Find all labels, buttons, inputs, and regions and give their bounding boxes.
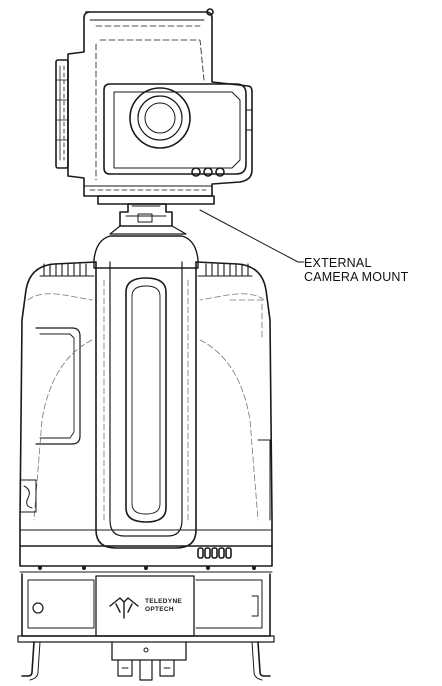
external-camera-mount-callout: EXTERNAL CAMERA MOUNT (304, 256, 409, 284)
scanner-base (17, 573, 275, 643)
manufacturer-logo-text: TELEDYNE OPTECH (145, 598, 182, 614)
scanner-feet (21, 641, 271, 681)
external-camera (55, 8, 253, 205)
carrying-handle (93, 235, 199, 549)
scanner-body (19, 261, 273, 573)
callout-line-2: CAMERA MOUNT (304, 270, 409, 284)
logo-line-1: TELEDYNE (145, 598, 183, 605)
camera-mount-adapter (109, 203, 187, 235)
callout-leader-line (199, 209, 305, 263)
logo-line-2: OPTECH (145, 606, 174, 613)
callout-line-1: EXTERNAL (304, 256, 372, 270)
